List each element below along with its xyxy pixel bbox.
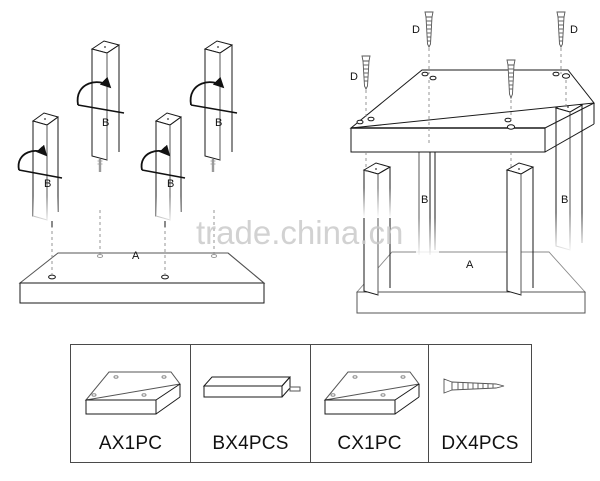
step1-leg-B-4: [203, 40, 234, 172]
part-cell-d: DX4PCS: [429, 345, 531, 462]
step-1-group: [17, 40, 266, 304]
step2-leg-B-back-left: [416, 144, 439, 258]
part-label-c: CX1PC: [337, 433, 402, 454]
part-label-b: BX4PCS: [212, 433, 289, 454]
screw-icon: [429, 349, 531, 423]
step2-screw-D-1: [424, 11, 434, 49]
step1-rotation-arrow-1: [17, 144, 63, 179]
label-step1-leg-3-B: B: [167, 178, 174, 190]
step2-screw-D-2: [556, 11, 566, 49]
part-cell-a: AX1PC: [71, 345, 191, 462]
step1-leg-B-1: [31, 112, 60, 227]
step2-leg-B-back-right: [554, 100, 584, 253]
rail-icon: [191, 349, 310, 423]
parts-list-box: AX1PC BX4PCS: [70, 344, 532, 463]
step1-leg-B-2: [90, 40, 121, 172]
step1-alignment-guides: [51, 210, 215, 275]
step1-rotation-arrow-4: [189, 76, 238, 114]
label-step1-base-A: A: [132, 250, 140, 262]
step2-leg-B-front-left: [362, 162, 392, 296]
diagram-labels: A B B B B A B B D D D: [44, 24, 578, 271]
label-step2-leg-right-B: B: [561, 194, 568, 206]
label-step2-screw-3-D: D: [350, 71, 358, 83]
step2-top-panel-C: [349, 69, 595, 153]
step2-base-panel-A: [356, 251, 587, 314]
part-cell-c: CX1PC: [311, 345, 429, 462]
step-2-group: [349, 11, 595, 314]
label-step2-leg-left-B: B: [421, 194, 428, 206]
label-step1-leg-4-B: B: [215, 117, 222, 129]
step1-rotation-arrow-2: [76, 76, 125, 114]
part-label-a: AX1PC: [98, 433, 163, 454]
step1-leg-B-3: [154, 112, 183, 227]
step2-screw-D-3: [361, 55, 371, 91]
label-step1-leg-1-B: B: [44, 178, 51, 190]
panel-icon: [311, 349, 428, 423]
label-step2-screw-1-D: D: [412, 24, 420, 36]
step2-screw-guides: [365, 48, 567, 172]
part-cell-b: BX4PCS: [191, 345, 311, 462]
step2-screw-D-4: [506, 59, 516, 100]
step1-base-panel-A: [18, 252, 266, 304]
step2-leg-B-front-right: [505, 162, 535, 296]
step1-rotation-arrow-3: [140, 144, 186, 179]
panel-icon: [71, 349, 190, 423]
part-label-d: DX4PCS: [441, 433, 519, 454]
label-step2-screw-2-D: D: [570, 24, 578, 36]
label-step1-leg-2-B: B: [102, 117, 109, 129]
label-step2-base-A: A: [466, 259, 474, 271]
